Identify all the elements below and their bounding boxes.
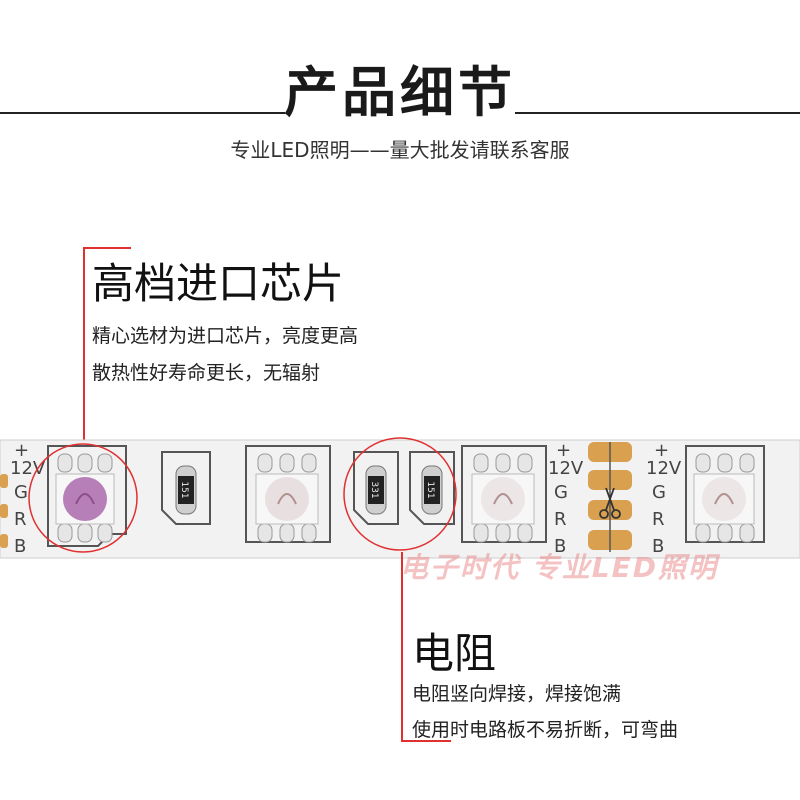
header-rule-left <box>0 112 285 114</box>
pad-label-b-1: B <box>14 536 26 557</box>
resistor-code-3: 151 <box>425 481 435 498</box>
resistor-code-2: 331 <box>369 481 379 498</box>
pad-label-plus-3: + <box>654 440 669 461</box>
pad-label-g-2: G <box>554 482 568 503</box>
pad-label-12v-2: 12V <box>548 458 584 479</box>
callout-resistor-title: 电阻 <box>412 629 497 678</box>
pad-label-g-3: G <box>652 482 666 503</box>
callout-resistor-line-2: 使用时电路板不易折断，可弯曲 <box>412 719 679 741</box>
pad-label-12v-1: 12V <box>10 458 46 479</box>
resistor-2: 331 <box>353 451 399 525</box>
scissors-icon <box>599 487 621 519</box>
callout-chip-connector-top <box>83 247 131 249</box>
led-strip-illustration: + 12V G R B 151 <box>0 437 800 559</box>
page-title: 产品细节 <box>284 61 516 124</box>
callout-chip-connector-vertical <box>83 247 85 447</box>
pad-label-g-1: G <box>14 482 28 503</box>
copper-pads-left <box>0 474 8 548</box>
callout-chip-line-2: 散热性好寿命更长，无辐射 <box>92 362 321 384</box>
led-chip-3 <box>461 445 547 543</box>
resistor-highlight-circle <box>343 437 457 551</box>
page-subtitle: 专业LED照明——量大批发请联系客服 <box>230 138 570 162</box>
pad-label-plus-2: + <box>556 440 571 461</box>
pad-label-r-1: R <box>14 509 27 530</box>
header-rule-right <box>515 112 800 114</box>
callout-chip-line-1: 精心选材为进口芯片，亮度更高 <box>92 325 359 347</box>
callout-resistor-connector-bottom <box>401 740 451 742</box>
pad-label-b-2: B <box>554 536 566 557</box>
pad-label-plus-1: + <box>14 440 29 461</box>
watermark: 电子时代 专业LED照明 <box>400 551 718 584</box>
led-chip-4 <box>685 445 765 543</box>
pad-label-r-2: R <box>554 509 567 530</box>
led-chip-2 <box>245 445 331 543</box>
resistor-3: 151 <box>409 451 455 525</box>
led-chip-1 <box>47 445 127 547</box>
pad-label-b-3: B <box>652 536 664 557</box>
pad-label-12v-3: 12V <box>646 458 682 479</box>
callout-resistor-connector-vertical <box>401 552 403 742</box>
callout-chip-title: 高档进口芯片 <box>92 259 345 308</box>
pad-label-r-3: R <box>652 509 665 530</box>
callout-resistor-line-1: 电阻竖向焊接，焊接饱满 <box>412 683 622 705</box>
chip-highlight-circle <box>28 443 138 553</box>
resistor-code-1: 151 <box>179 481 189 498</box>
led-strip: + 12V G R B 151 <box>0 430 800 570</box>
resistor-1: 151 <box>161 451 211 525</box>
